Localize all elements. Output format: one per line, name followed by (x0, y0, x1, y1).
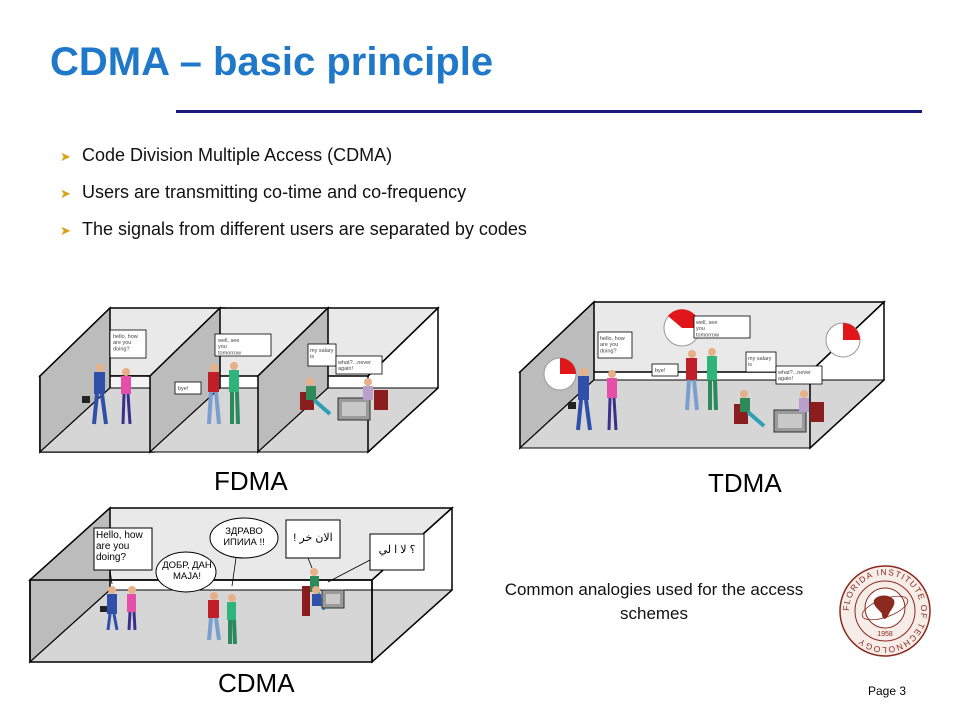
person-icon (207, 364, 221, 425)
person-icon (607, 370, 618, 431)
bubble-text: bye! (178, 386, 189, 392)
person-icon (121, 368, 132, 425)
bullet-list: ➤ Code Division Multiple Access (CDMA) ➤ U… (60, 145, 527, 256)
clock-icon (543, 357, 577, 391)
person-icon (568, 368, 592, 431)
desk-icon (337, 397, 371, 421)
bullet-text: Code Division Multiple Access (CDMA) (82, 145, 393, 165)
fdma-label: FDMA (214, 466, 288, 496)
bullet-item: ➤ Code Division Multiple Access (CDMA) (60, 145, 527, 182)
bubble-text: ДОБР, ДАН МАЈА! (162, 560, 212, 582)
clock-icon (825, 322, 861, 358)
speech-bubble: Hello, how are you doing? (93, 527, 153, 585)
tdma-label: TDMA (708, 468, 782, 498)
speech-bubble: ؟ لا ا لي (327, 533, 425, 583)
speech-bubble: ! الان خر (285, 519, 341, 569)
slide-title: CDMA – basic principle (50, 40, 494, 84)
seated-person-icon (312, 586, 321, 606)
arrow-bullet-icon: ➤ (60, 223, 71, 238)
bubble-text: ЗДРАВО ИПИИА !! (223, 526, 265, 548)
bubble-text: bye! (655, 368, 666, 374)
analogy-caption: Common analogies used for the access sch… (504, 580, 804, 623)
desk-icon (773, 409, 807, 433)
cdma-illustration: Hello, how are you doing? ДОБР, ДАН МАЈА… (28, 506, 454, 664)
person-icon (229, 362, 240, 425)
page-number: Page 3 (868, 684, 907, 698)
person-icon (227, 594, 237, 645)
seated-person-icon (799, 390, 824, 422)
arrow-bullet-icon: ➤ (60, 186, 71, 201)
desk-icon (321, 589, 345, 609)
seal-year: 1958 (877, 631, 893, 638)
arrow-bullet-icon: ➤ (60, 149, 71, 164)
clock-icon (663, 309, 701, 347)
speech-bubble: bye! (651, 363, 679, 377)
person-icon (82, 364, 108, 425)
person-icon (707, 348, 718, 411)
seated-person-icon (734, 390, 766, 428)
bubble-text: Hello, how are you doing? (96, 530, 143, 563)
bullet-item: ➤ The signals from different users are se… (60, 219, 527, 256)
person-icon (207, 592, 221, 641)
seated-person-icon (363, 378, 388, 410)
speech-bubble: bye! (174, 381, 202, 395)
speech-bubble: ДОБР, ДАН МАЈА! (155, 551, 217, 593)
person-icon (100, 586, 119, 631)
bubble-text: ؟ لا ا لي (378, 544, 416, 556)
bullet-item: ➤ Users are transmitting co-time and co-f… (60, 182, 527, 219)
bubble-text: ! الان خر (293, 532, 333, 544)
university-seal-logo: FLORIDA INSTITUTE OF TECHNOLOGY 1958 (839, 565, 931, 657)
seated-person-icon (300, 378, 332, 416)
speech-bubble: ЗДРАВО ИПИИА !! (209, 517, 279, 587)
bullet-text: Users are transmitting co-time and co-fr… (82, 182, 467, 202)
cdma-label: CDMA (218, 668, 295, 698)
title-underline (176, 110, 922, 113)
bullet-text: The signals from different users are sep… (82, 219, 527, 239)
person-icon (685, 350, 699, 411)
person-icon (127, 586, 137, 631)
